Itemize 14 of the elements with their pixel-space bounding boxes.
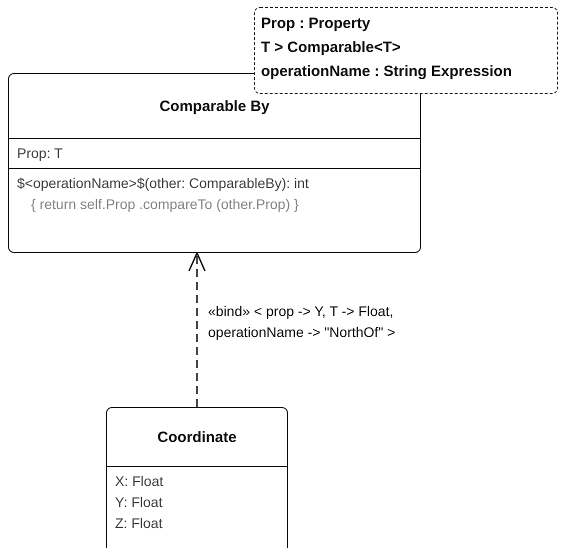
template-parameter: operationName : String Expression bbox=[261, 62, 512, 82]
operation-text: $<operationName>$(other: ComparableBy): int bbox=[17, 174, 309, 193]
template-parameter-box bbox=[254, 7, 558, 94]
attribute-text: Prop: T bbox=[17, 144, 63, 163]
dependency-arrow bbox=[188, 252, 206, 407]
attribute-text: X: Float bbox=[115, 472, 164, 491]
class-name: Coordinate bbox=[157, 428, 237, 446]
template-parameter: T > Comparable<T> bbox=[261, 38, 401, 58]
attribute-text: Z: Float bbox=[115, 514, 162, 533]
attribute-text: Y: Float bbox=[115, 493, 162, 512]
class-name: Comparable By bbox=[159, 98, 270, 114]
template-parameter: Prop : Property bbox=[261, 14, 370, 34]
operation-body-text: { return self.Prop .compareTo (other.Prop) } bbox=[30, 195, 299, 214]
class-box bbox=[106, 407, 288, 548]
